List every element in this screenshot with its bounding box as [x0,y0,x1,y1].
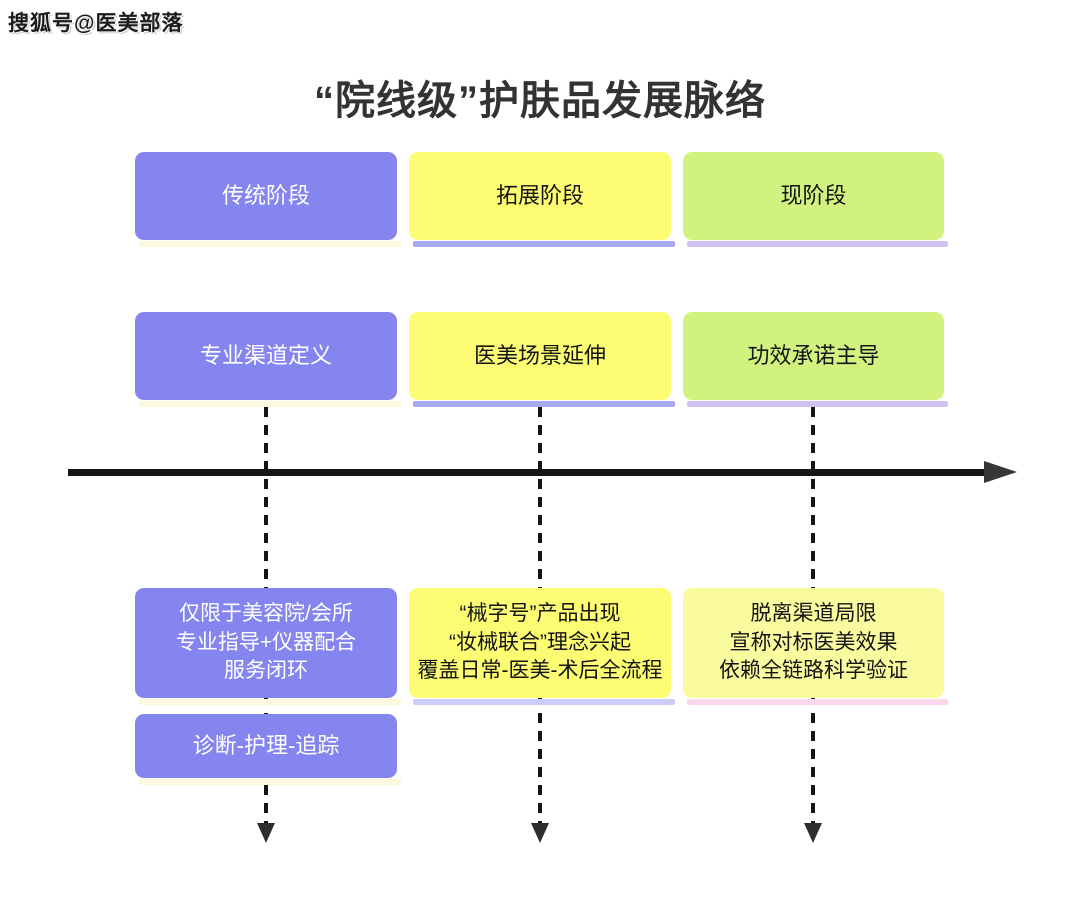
details-box-traditional: 仅限于美容院/会所 专业指导+仪器配合 服务闭环 [135,588,401,705]
down-arrow-icon [804,823,822,843]
down-arrow-icon [257,823,275,843]
watermark: 搜狐号@医美部落 [8,12,184,35]
extra-box-traditional: 诊断-护理-追踪 [135,714,401,785]
definition-box-expansion: 医美场景延伸 [409,312,675,407]
details-box-expansion: “械字号”产品出现 “妆械联合”理念兴起 覆盖日常-医美-术后全流程 [409,588,675,705]
timeline-axis [68,469,985,476]
timeline-arrowhead-icon [984,461,1017,483]
stage-box-expansion: 拓展阶段 [409,152,675,247]
down-arrow-icon [531,823,549,843]
page-title: “院线级”护肤品发展脉络 [314,79,766,123]
stage-box-traditional: 传统阶段 [135,152,401,247]
definition-box-current: 功效承诺主导 [683,312,948,407]
definition-box-traditional: 专业渠道定义 [135,312,401,407]
stage-box-current: 现阶段 [683,152,948,247]
details-box-current: 脱离渠道局限 宣称对标医美效果 依赖全链路科学验证 [683,588,948,705]
